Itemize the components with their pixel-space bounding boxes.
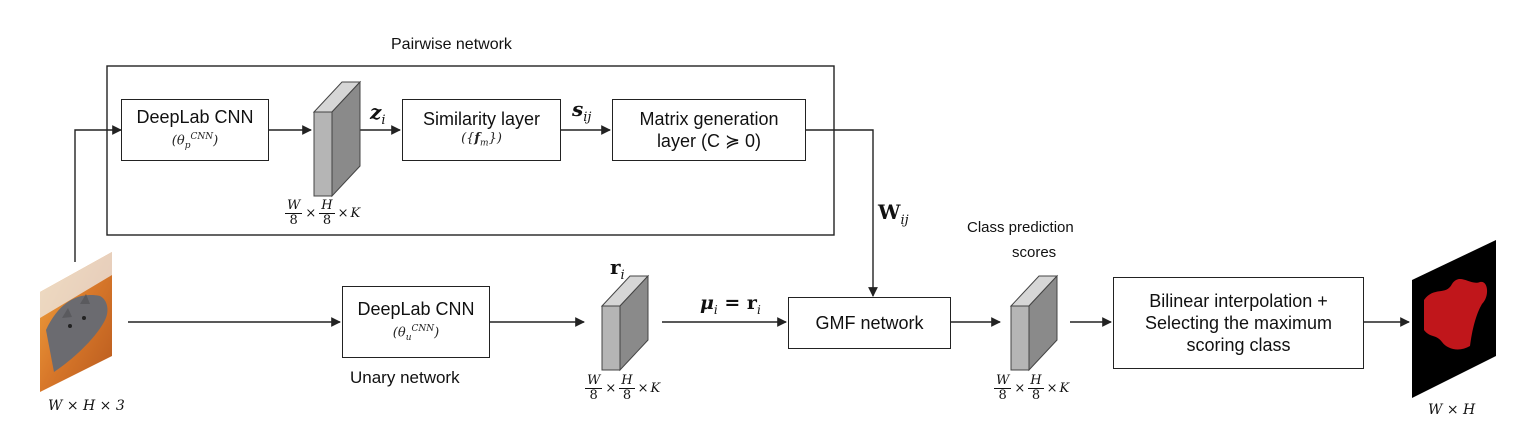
z-symbol: zi [370,100,386,128]
scores-title-1: Class prediction [967,219,1074,236]
pairwise-deeplab-box: DeepLab CNN (θpCNN) [121,99,269,161]
bilinear-line-3: scoring class [1186,335,1291,355]
unary-deeplab-param: (θuCNN) [392,323,440,343]
gmf-network-label: GMF network [815,313,924,333]
bilinear-line-1: Bilinear interpolation + [1149,291,1328,311]
input-to-pairwise-arrow [74,125,122,262]
s-symbol: sij [572,97,592,125]
unary-deeplab-label: DeepLab CNN [357,298,475,319]
pairwise-network-frame [106,65,835,236]
similarity-layer-label: Similarity layer [422,108,541,129]
mu-equation: μi = ri [700,292,761,317]
matrix-generation-label-2: layer (C ≽ 0) [656,131,762,151]
pairwise-deeplab-param: (θpCNN) [171,131,219,151]
output-dims: W × H [1428,402,1476,418]
unary-network-title: Unary network [350,368,460,387]
bilinear-box: Bilinear interpolation + Selecting the m… [1113,277,1364,369]
matrix-generation-box: Matrix generation layer (C ≽ 0) [612,99,806,161]
matrix-to-gmf-arrow [806,129,878,297]
r-feature-map [600,274,650,372]
r-symbol: ri [610,255,625,283]
similarity-layer-param: ({fm}) [461,130,502,149]
bilinear-line-2: Selecting the maximum [1144,313,1333,333]
gmf-network-box: GMF network [788,297,951,349]
input-image [40,252,112,392]
input-dims: W × H × 3 [48,398,125,414]
unary-deeplab-box: DeepLab CNN (θuCNN) [342,286,490,358]
pairwise-network-title: Pairwise network [391,36,512,53]
scores-feature-map [1009,274,1059,372]
pairwise-deeplab-label: DeepLab CNN [136,106,254,127]
scores-title-2: scores [1012,244,1057,261]
output-mask [1412,240,1496,398]
matrix-generation-label: Matrix generation [639,109,779,129]
similarity-layer-box: Similarity layer ({fm}) [402,99,561,161]
w-symbol: Wij [878,200,909,228]
z-feature-map [312,80,362,198]
